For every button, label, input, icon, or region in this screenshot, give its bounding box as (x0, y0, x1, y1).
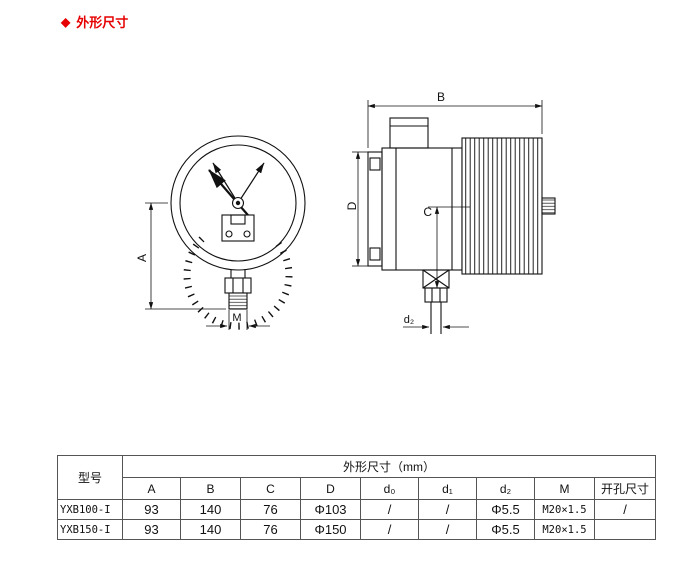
col-header-m: M (534, 477, 595, 500)
contact-block (221, 214, 255, 242)
value-cell: Φ5.5 (476, 519, 535, 540)
value-cell: / (418, 519, 477, 540)
side-hex-nut (424, 287, 448, 303)
value-cell: 93 (122, 499, 181, 520)
table-row-yxb150: YXB150-I 93 140 76 Φ150 / / Φ5.5 M20×1.5 (57, 519, 657, 540)
dim-label-c: C (423, 205, 432, 219)
dim-label-m: M (232, 312, 241, 324)
value-cell: M20×1.5 (534, 519, 595, 540)
value-cell: / (418, 499, 477, 520)
junction-box (389, 117, 429, 149)
table-header-row-2: A B C D d₀ d₁ d₂ M 开孔尺寸 (58, 477, 657, 500)
section-title: ◆ 外形尺寸 (61, 12, 128, 31)
gauge-side-view (367, 117, 556, 334)
table-header-row-1: 型号 外形尺寸（mm） (57, 455, 657, 500)
value-cell: / (593, 499, 657, 520)
col-header-a: A (122, 477, 181, 500)
terminal-screw-right (243, 230, 251, 238)
model-cell: YXB150-I (57, 519, 123, 540)
gauge-bezel-ring (179, 144, 297, 262)
col-header-b: B (180, 477, 241, 500)
pointer-hub-center (235, 200, 241, 206)
dim-label-d: D (345, 201, 359, 210)
value-cell: / (360, 519, 419, 540)
value-cell: / (360, 499, 419, 520)
col-header-d0: d₀ (360, 477, 419, 500)
dim-label-d2: d₂ (404, 314, 414, 326)
adjustment-knob (541, 197, 556, 215)
gauge-outer-ring (170, 135, 306, 271)
knurled-back-cover (461, 137, 543, 275)
gauge-front-view (170, 135, 306, 330)
set-pointer-right (237, 162, 265, 204)
diamond-bullet-icon: ◆ (61, 14, 71, 29)
value-cell: 93 (122, 519, 181, 540)
terminal-screw-left (225, 230, 233, 238)
value-cell: 76 (240, 499, 301, 520)
col-header-d: D (300, 477, 361, 500)
dim-label-a: A (135, 254, 149, 262)
value-cell: 140 (180, 519, 241, 540)
value-cell: 140 (180, 499, 241, 520)
value-cell: M20×1.5 (534, 499, 595, 520)
dimension-drawing: A M (135, 90, 556, 334)
col-header-c: C (240, 477, 301, 500)
col-header-d2: d₂ (476, 477, 535, 500)
table-row-yxb100: YXB100-I 93 140 76 Φ103 / / Φ5.5 M20×1.5… (57, 499, 657, 520)
side-case (381, 147, 463, 271)
value-cell: Φ103 (300, 499, 361, 520)
col-header-hole: 开孔尺寸 (593, 477, 657, 500)
value-cell: Φ150 (300, 519, 361, 540)
value-cell (593, 519, 657, 540)
table-group-header: 外形尺寸（mm） (121, 455, 657, 478)
dimensions-table: 型号 外形尺寸（mm） A B C D d₀ d₁ d₂ M 开孔尺寸 YXB1… (57, 455, 657, 540)
dim-label-b: B (437, 90, 445, 104)
hex-nut (224, 277, 252, 294)
col-header-model: 型号 (57, 455, 123, 500)
set-pointer-left (212, 162, 239, 204)
section-title-text: 外形尺寸 (76, 15, 129, 30)
main-pointer (208, 169, 254, 222)
front-view-dimensions (145, 202, 270, 330)
model-cell: YXB100-I (57, 499, 123, 520)
value-cell: 76 (240, 519, 301, 540)
value-cell: Φ5.5 (476, 499, 535, 520)
threaded-stem (228, 292, 248, 310)
side-view-dimensions (352, 100, 543, 330)
col-header-d1: d₁ (418, 477, 477, 500)
contact-block-inner (230, 214, 246, 225)
